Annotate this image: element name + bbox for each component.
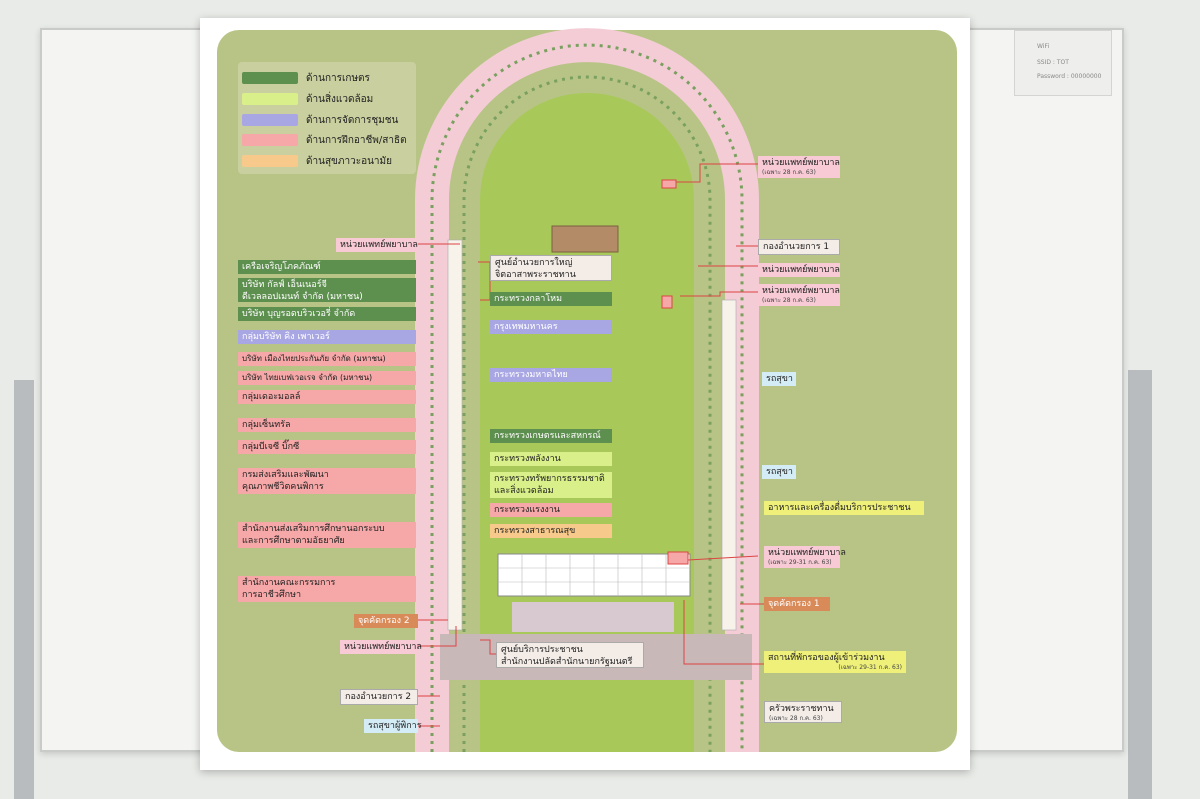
label-defense: กระทรวงกลาโหม bbox=[490, 292, 612, 306]
label-muangthai: บริษัท เมืองไทยประกันภัย จำกัด (มหาชน) bbox=[238, 352, 416, 366]
label-checkpoint-2: จุดคัดกรอง 2 bbox=[354, 614, 418, 628]
label-wheelchair-toilet: รถสุขาผู้พิการ bbox=[364, 719, 422, 733]
palace-building bbox=[551, 225, 619, 253]
legend-swatch-environment bbox=[242, 93, 298, 105]
label-bangkok: กรุงเทพมหานคร bbox=[490, 320, 612, 334]
label-medical-top-date: (เฉพาะ 28 ก.ค. 63) bbox=[762, 169, 816, 176]
label-themall: กลุ่มเดอะมอลล์ bbox=[238, 390, 416, 404]
label-medical-mid: หน่วยแพทย์พยาบาล bbox=[758, 263, 840, 277]
label-hq-main-line2: จิตอาสาพระราชทาน bbox=[495, 270, 576, 280]
label-rest-area: สถานที่พักรอของผู้เข้าร่วมงาน (เฉพาะ 29-… bbox=[764, 651, 906, 673]
label-medical-top-text: หน่วยแพทย์พยาบาล bbox=[762, 158, 840, 168]
label-food-service: อาหารและเครื่องดื่มบริการประชาชน bbox=[764, 501, 924, 515]
label-gulf-line2: ดีเวลลอปเมนท์ จำกัด (มหาชน) bbox=[242, 292, 363, 302]
label-nfe-line2: และการศึกษาตามอัธยาศัย bbox=[242, 536, 345, 546]
medical-marker-mid bbox=[661, 295, 673, 309]
label-vocational: สำนักงานคณะกรรมการ การอาชีวศึกษา bbox=[238, 576, 416, 602]
label-natres-line2: และสิ่งแวดล้อม bbox=[494, 486, 554, 496]
track-outer bbox=[415, 28, 759, 752]
legend-swatch-agriculture bbox=[242, 72, 298, 84]
label-natres: กระทรวงทรัพยากรธรรมชาติ และสิ่งแวดล้อม bbox=[490, 472, 612, 498]
label-energy: กระทรวงพลังงาน bbox=[490, 452, 612, 466]
legend-label-environment: ด้านสิ่งแวดล้อม bbox=[306, 94, 374, 105]
booth-row-left bbox=[447, 239, 463, 631]
label-central: กลุ่มเซ็นทรัล bbox=[238, 418, 416, 432]
label-dep-line1: กรมส่งเสริมและพัฒนา bbox=[242, 470, 329, 480]
label-medical-top: หน่วยแพทย์พยาบาล (เฉพาะ 28 ก.ค. 63) bbox=[758, 156, 840, 178]
label-dep: กรมส่งเสริมและพัฒนา คุณภาพชีวิตคนพิการ bbox=[238, 468, 416, 494]
label-medical-1: หน่วยแพทย์พยาบาล bbox=[336, 238, 418, 252]
label-hq-1: กองอำนวยการ 1 bbox=[758, 239, 840, 255]
label-medical-low: หน่วยแพทย์พยาบาล (เฉพาะ 29-31 ก.ค. 63) bbox=[764, 546, 846, 568]
label-service-line1: ศูนย์บริการประชาชน bbox=[501, 645, 583, 655]
label-medical-mid2: หน่วยแพทย์พยาบาล (เฉพาะ 28 ก.ค. 63) bbox=[758, 284, 840, 306]
label-bjc: กลุ่มบีเจซี บิ๊กซี bbox=[238, 440, 416, 454]
medical-marker-low bbox=[667, 551, 689, 565]
label-toilet-2: รถสุขา bbox=[762, 465, 796, 479]
label-royal-kitchen: ครัวพระราชทาน (เฉพาะ 28 ก.ค. 63) bbox=[764, 701, 842, 723]
legend-swatch-health bbox=[242, 155, 298, 167]
label-health: กระทรวงสาธารณสุข bbox=[490, 524, 612, 538]
legend-label-vocational: ด้านการฝึกอาชีพ/สาธิต bbox=[306, 135, 407, 146]
label-boonrod: บริษัท บุญรอดบริวเวอรี่ จำกัด bbox=[238, 307, 416, 321]
medical-marker-top bbox=[661, 179, 677, 189]
label-medical-low-date: (เฉพาะ 29-31 ก.ค. 63) bbox=[768, 559, 832, 566]
label-toilet-1: รถสุขา bbox=[762, 372, 796, 386]
legend-label-community: ด้านการจัดการชุมชน bbox=[306, 115, 399, 126]
stage-area bbox=[512, 602, 674, 632]
label-dep-line2: คุณภาพชีวิตคนพิการ bbox=[242, 482, 324, 492]
label-agriculture: กระทรวงเกษตรและสหกรณ์ bbox=[490, 429, 612, 443]
label-medical-2: หน่วยแพทย์พยาบาล bbox=[340, 640, 422, 654]
label-medical-low-text: หน่วยแพทย์พยาบาล bbox=[768, 548, 846, 558]
track-trees-inner bbox=[462, 75, 712, 752]
wifi-note: WiFi SSID : TOT Password : 00000000 bbox=[1014, 30, 1112, 96]
wifi-line1: WiFi bbox=[1037, 43, 1050, 50]
label-nfe: สำนักงานส่งเสริมการศึกษานอกระบบ และการศึ… bbox=[238, 522, 416, 548]
legend-swatch-vocational bbox=[242, 134, 298, 146]
label-rest-text: สถานที่พักรอของผู้เข้าร่วมงาน bbox=[768, 653, 885, 663]
booth-row-right bbox=[721, 299, 737, 631]
legend-swatch-community bbox=[242, 114, 298, 126]
label-medical-mid2-text: หน่วยแพทย์พยาบาล bbox=[762, 286, 840, 296]
label-voc-line1: สำนักงานคณะกรรมการ bbox=[242, 578, 336, 588]
label-hq-main-line1: ศูนย์อำนวยการใหญ่ bbox=[495, 258, 573, 268]
label-rest-date: (เฉพาะ 29-31 ก.ค. 63) bbox=[838, 664, 902, 671]
label-hq-2: กองอำนวยการ 2 bbox=[340, 689, 418, 705]
label-medical-mid2-date: (เฉพาะ 28 ก.ค. 63) bbox=[762, 297, 816, 304]
label-nfe-line1: สำนักงานส่งเสริมการศึกษานอกระบบ bbox=[242, 524, 385, 534]
label-kitchen-text: ครัวพระราชทาน bbox=[769, 704, 834, 714]
wifi-line2: SSID : TOT bbox=[1037, 59, 1069, 66]
label-gulf-line1: บริษัท กัลฟ์ เอ็นเนอร์จี bbox=[242, 280, 327, 290]
label-thaibev: บริษัท ไทยเบฟเวอเรจ จำกัด (มหาชน) bbox=[238, 371, 416, 385]
wifi-line3: Password : 00000000 bbox=[1037, 73, 1102, 80]
label-interior: กระทรวงมหาดไทย bbox=[490, 368, 612, 382]
label-gulf: บริษัท กัลฟ์ เอ็นเนอร์จี ดีเวลลอปเมนท์ จ… bbox=[238, 278, 416, 302]
label-service-line2: สำนักงานปลัดสำนักนายกรัฐมนตรี bbox=[501, 657, 633, 667]
label-charoen: เครือเจริญโภคภัณฑ์ bbox=[238, 260, 416, 274]
legend-label-health: ด้านสุขภาวะอนามัย bbox=[306, 156, 392, 167]
label-labour: กระทรวงแรงงาน bbox=[490, 503, 612, 517]
label-voc-line2: การอาชีวศึกษา bbox=[242, 590, 302, 600]
label-checkpoint-1: จุดคัดกรอง 1 bbox=[764, 597, 830, 611]
label-kitchen-date: (เฉพาะ 28 ก.ค. 63) bbox=[769, 715, 823, 722]
label-natres-line1: กระทรวงทรัพยากรธรรมชาติ bbox=[494, 474, 605, 484]
stand-right-leg bbox=[1128, 370, 1152, 799]
legend-label-agriculture: ด้านการเกษตร bbox=[306, 73, 370, 84]
label-hq-main: ศูนย์อำนวยการใหญ่ จิตอาสาพระราชทาน bbox=[490, 255, 612, 281]
label-kingpower: กลุ่มบริษัท คิง เพาเวอร์ bbox=[238, 330, 416, 344]
label-service-center: ศูนย์บริการประชาชน สำนักงานปลัดสำนักนายก… bbox=[496, 642, 644, 668]
stand-left-leg bbox=[14, 380, 34, 799]
